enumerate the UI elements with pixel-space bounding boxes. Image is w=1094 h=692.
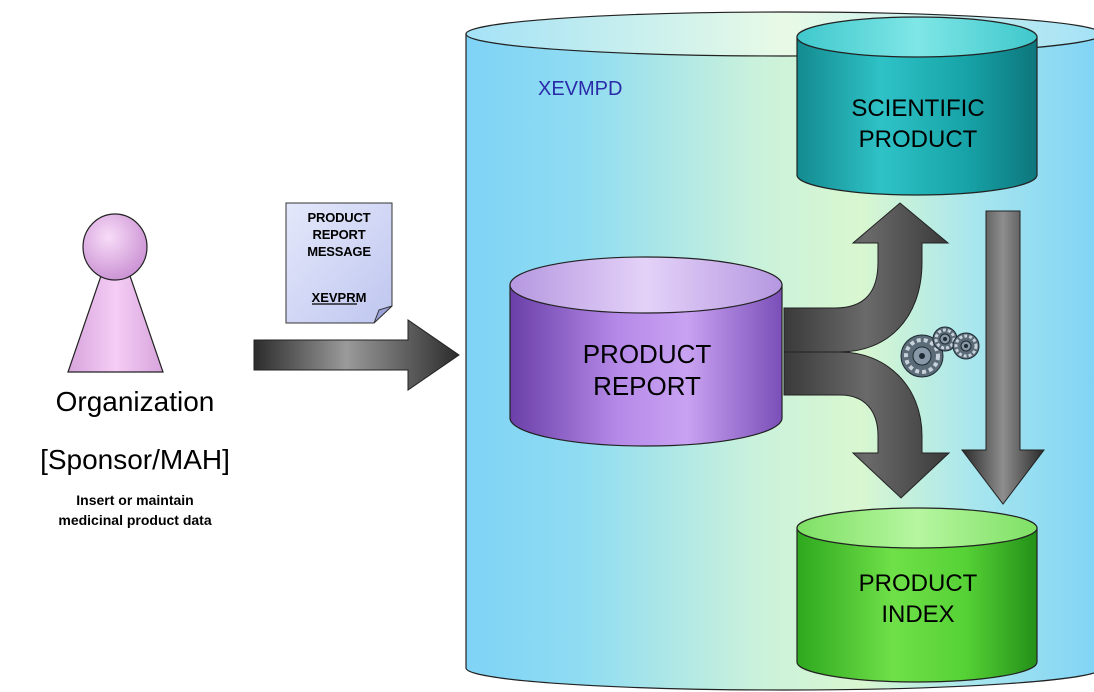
- product-report-cylinder: [509, 256, 783, 447]
- product-index-cylinder: [796, 507, 1038, 683]
- scientific-product-label: SCIENTIFIC PRODUCT: [800, 93, 1036, 155]
- database-title: XEVMPD: [538, 78, 623, 100]
- scientific-product-label-line: PRODUCT: [858, 126, 978, 153]
- submit-arrow-icon: [253, 319, 460, 391]
- person-icon: [67, 213, 164, 373]
- product-report-label-line: PRODUCT: [582, 339, 712, 369]
- product-report-label-line: REPORT: [593, 371, 701, 401]
- document-label-line: PRODUCT: [307, 210, 371, 225]
- scientific-product-label-line: SCIENTIFIC: [851, 95, 985, 122]
- document-label-line: MESSAGE: [307, 244, 371, 259]
- organization-description-line: medicinal product data: [58, 512, 212, 528]
- down-arrow-icon: [960, 210, 1046, 505]
- document-label-line: REPORT: [312, 227, 366, 242]
- organization-description-line: Insert or maintain: [76, 492, 194, 508]
- organization-subtitle: [Sponsor/MAH]: [40, 444, 230, 475]
- product-index-label: PRODUCT INDEX: [800, 568, 1036, 630]
- gears-icon: [900, 326, 980, 378]
- document-label: PRODUCT REPORT MESSAGE: [286, 209, 392, 260]
- document-code: XEVPRM: [311, 290, 367, 305]
- product-report-label: PRODUCT REPORT: [514, 338, 780, 402]
- product-index-label-line: INDEX: [881, 601, 955, 628]
- product-index-label-line: PRODUCT: [858, 570, 978, 597]
- organization-title: Organization: [55, 386, 215, 417]
- organization-description: Insert or maintain medicinal product dat…: [20, 490, 250, 530]
- document-icon: [285, 202, 393, 324]
- split-arrow-icon: [783, 202, 951, 499]
- scientific-product-cylinder: [796, 16, 1038, 196]
